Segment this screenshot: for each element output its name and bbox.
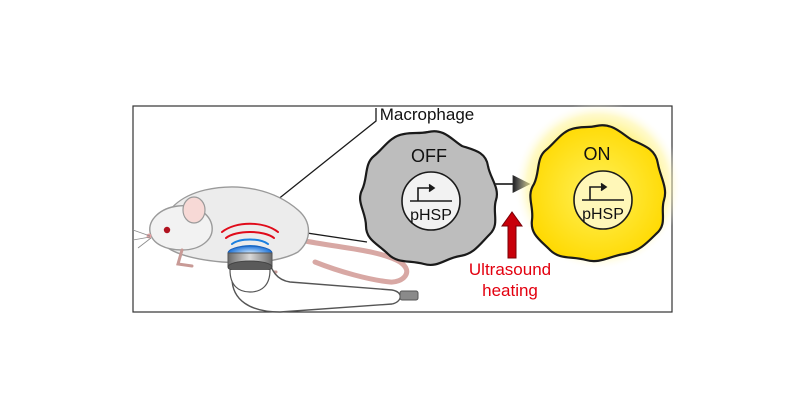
off-state-label: OFF (411, 146, 447, 166)
stimulus-label-line2: heating (482, 281, 538, 300)
promoter-arrow-icon (410, 183, 452, 202)
stimulus-label-line1: Ultrasound (469, 260, 551, 279)
ultrasound-transducer-icon (227, 245, 419, 313)
on-promoter-label: pHSP (582, 206, 624, 223)
macrophage-label: Macrophage (380, 105, 475, 124)
heating-arrow-icon (501, 211, 523, 259)
mouse-icon (132, 186, 410, 285)
off-promoter-label: pHSP (410, 207, 452, 224)
on-state-label: ON (584, 144, 611, 164)
promoter-arrow-icon (582, 182, 624, 201)
